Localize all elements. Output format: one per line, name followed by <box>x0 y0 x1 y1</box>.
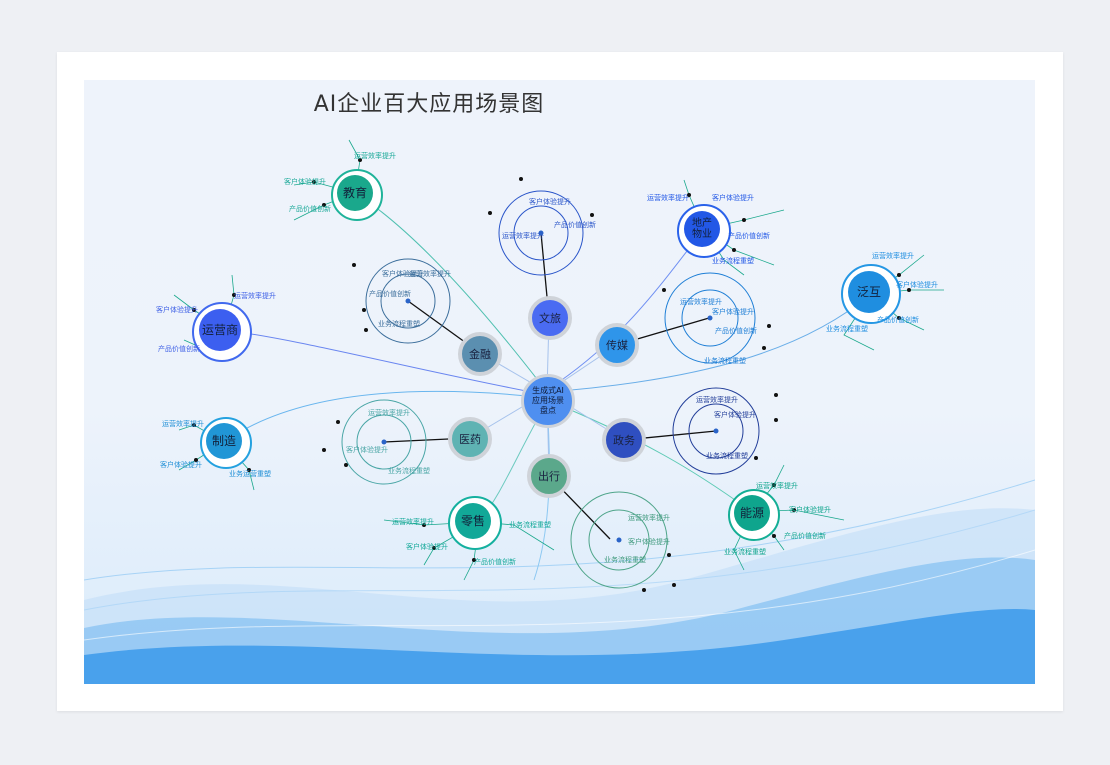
wenlv-branch-3: 运营效率提升 <box>502 232 544 240</box>
jinrong-branch-4: 业务流程重塑 <box>378 320 420 328</box>
chuanmei-branch-1: 运营效率提升 <box>680 298 722 306</box>
chuanmei-branch-4: 业务流程重塑 <box>704 357 746 365</box>
center-node[interactable]: 生成式AI应用场景盘点 <box>521 374 575 428</box>
dichan-branch-4: 业务流程重塑 <box>712 257 754 265</box>
fanhu-branch-4: 业务流程重塑 <box>826 325 868 333</box>
category-chuanmei[interactable]: 传媒 <box>595 323 639 367</box>
yiyao-branch-2: 客户体验提升 <box>346 446 388 454</box>
orbit-center-dots <box>381 230 719 543</box>
wenlv-branch-2: 产品价值创新 <box>554 221 596 229</box>
zhengwu-branch-2: 客户体验提升 <box>714 411 756 419</box>
diagram-canvas: AI企业百大应用场景图 <box>84 80 1035 684</box>
hub-yunyingshang: 运营商 <box>199 309 241 351</box>
hub-fanhu-ring[interactable]: 泛互 <box>841 264 901 324</box>
yunyingshang-branch-3: 产品价值创新 <box>158 345 200 353</box>
hub-dichan: 地产物业 <box>684 211 720 247</box>
fanhu-branch-1: 运营效率提升 <box>872 252 914 260</box>
lingshou-branch-1: 运营效率提升 <box>392 518 434 526</box>
dichan-branch-3: 产品价值创新 <box>728 232 770 240</box>
zhizao-branch-3: 业务运营重塑 <box>229 470 271 478</box>
connections-layer <box>84 139 1035 684</box>
zhengwu-branch-1: 运营效率提升 <box>696 396 738 404</box>
chuxing-branch-3: 业务流程重塑 <box>604 556 646 564</box>
yiyao-branch-1: 运营效率提升 <box>368 409 410 417</box>
chuanmei-branch-3: 产品价值创新 <box>715 327 757 335</box>
jiaoyu-branch-3: 产品价值创新 <box>289 205 331 213</box>
lingshou-branch-4: 业务流程重塑 <box>509 521 551 529</box>
zhizao-branch-2: 客户体验提升 <box>160 461 202 469</box>
nengyuan-branch-2: 客户体验提升 <box>789 506 831 514</box>
hub-nengyuan-ring[interactable]: 能源 <box>728 489 780 541</box>
category-jinrong[interactable]: 金融 <box>458 332 502 376</box>
hub-fanhu: 泛互 <box>848 271 890 313</box>
chuanmei-branch-2: 客户体验提升 <box>712 308 754 316</box>
jinrong-branch-1: 客户体验提升 <box>382 270 424 278</box>
nengyuan-branch-1: 运营效率提升 <box>756 482 798 490</box>
chuxing-branch-2: 客户体验提升 <box>628 538 670 546</box>
wenlv-branch-1: 客户体验提升 <box>529 198 571 206</box>
lingshou-branch-2: 客户体验提升 <box>406 543 448 551</box>
lingshou-branch-3: 产品价值创新 <box>474 558 516 566</box>
yiyao-branch-3: 业务流程重塑 <box>388 467 430 475</box>
yunyingshang-branch-1: 运营效率提升 <box>234 292 276 300</box>
jiaoyu-branch-2: 客户体验提升 <box>284 178 326 186</box>
jinrong-branch-3: 产品价值创新 <box>369 290 411 298</box>
chuxing-branch-1: 运营效率提升 <box>628 514 670 522</box>
hub-zhizao-ring[interactable]: 制造 <box>200 417 252 469</box>
hub-lingshou-ring[interactable]: 零售 <box>448 496 502 550</box>
category-chuxing[interactable]: 出行 <box>527 454 571 498</box>
jinrong-branch-2: 运营效率提升 <box>409 270 451 278</box>
background-waves <box>84 479 1035 684</box>
dichan-branch-1: 运营效率提升 <box>647 194 689 202</box>
fanhu-branch-3: 产品价值创新 <box>877 316 919 324</box>
dichan-branch-2: 客户体验提升 <box>712 194 754 202</box>
zhizao-branch-1: 运营效率提升 <box>162 420 204 428</box>
nengyuan-branch-3: 产品价值创新 <box>784 532 826 540</box>
nengyuan-branch-4: 业务流程重塑 <box>724 548 766 556</box>
category-orbits <box>341 190 760 589</box>
category-wenlv[interactable]: 文旅 <box>528 296 572 340</box>
hub-zhizao: 制造 <box>206 423 242 459</box>
hub-jiaoyu-ring[interactable]: 教育 <box>331 169 383 221</box>
hub-nengyuan: 能源 <box>734 495 770 531</box>
branch-dots <box>192 158 911 592</box>
fanhu-branch-2: 客户体验提升 <box>896 281 938 289</box>
yunyingshang-branch-2: 客户体验提升 <box>156 306 198 314</box>
zhengwu-branch-3: 业务流程重塑 <box>706 452 748 460</box>
jiaoyu-branch-1: 运营效率提升 <box>354 152 396 160</box>
category-zhengwu[interactable]: 政务 <box>602 418 646 462</box>
hub-jiaoyu: 教育 <box>337 175 373 211</box>
hub-lingshou: 零售 <box>455 503 491 539</box>
category-yiyao[interactable]: 医药 <box>448 417 492 461</box>
hub-dichan-ring[interactable]: 地产物业 <box>677 204 731 258</box>
diagram-title: AI企业百大应用场景图 <box>313 92 545 117</box>
hub-yunyingshang-ring[interactable]: 运营商 <box>192 302 252 362</box>
